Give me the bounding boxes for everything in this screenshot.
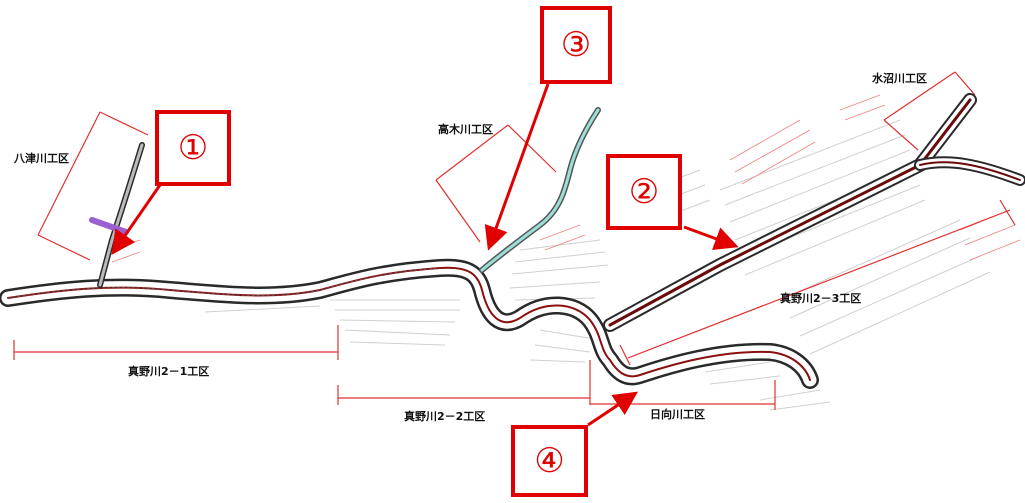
yatsu-river-alignment bbox=[89, 142, 145, 288]
marker-1-label: ① bbox=[177, 128, 209, 168]
arrow-marker-3 bbox=[484, 83, 550, 251]
label-mizunuma-zone: 水沼川工区 bbox=[872, 71, 927, 85]
marker-2-label: ② bbox=[628, 172, 660, 212]
label-mano-2-2-zone: 真野川2－2工区 bbox=[404, 409, 485, 423]
mano-river-alignment bbox=[0, 258, 819, 389]
marker-3: ③ bbox=[540, 6, 612, 84]
label-yatsu-zone: 八津川工区 bbox=[13, 151, 69, 165]
background-survey-lines bbox=[199, 119, 991, 411]
mano-2-3-alignment bbox=[603, 93, 1025, 332]
takagi-river-alignment bbox=[479, 107, 601, 273]
callout-arrows bbox=[111, 83, 739, 427]
label-mano-2-3-zone: 真野川2－3工区 bbox=[780, 291, 861, 305]
arrow-marker-4 bbox=[587, 391, 638, 427]
marker-3-label: ③ bbox=[560, 25, 592, 65]
label-mano-2-1-zone: 真野川2－1工区 bbox=[128, 364, 209, 378]
arrow-marker-1 bbox=[111, 184, 162, 255]
marker-4: ④ bbox=[511, 425, 588, 497]
marker-2: ② bbox=[606, 154, 682, 230]
marker-4-label: ④ bbox=[534, 441, 565, 481]
marker-1: ① bbox=[155, 110, 231, 186]
zone-dimension-lines bbox=[13, 71, 1016, 410]
label-takagi-zone: 高木川工区 bbox=[438, 122, 493, 136]
arrow-marker-2 bbox=[683, 225, 739, 251]
label-hinata-zone: 日向川工区 bbox=[650, 407, 705, 421]
